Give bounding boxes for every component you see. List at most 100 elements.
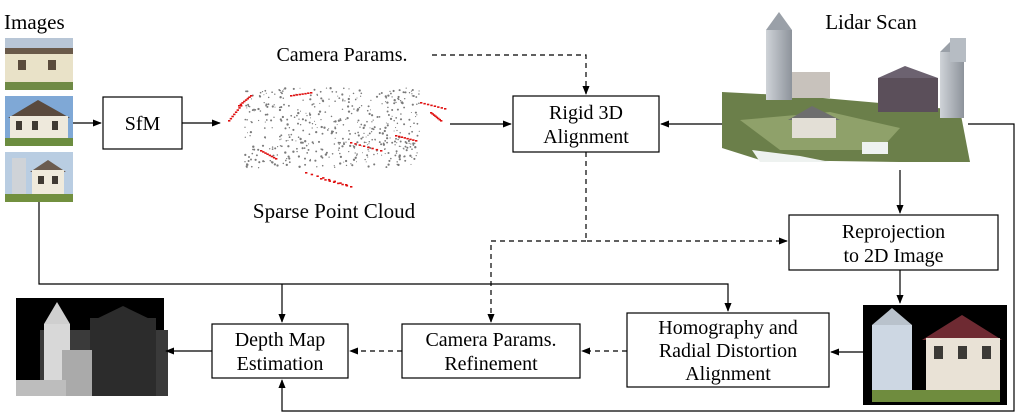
- cloud-point: [287, 145, 290, 148]
- cloud-point: [250, 98, 253, 100]
- cloud-point: [285, 140, 288, 142]
- cloud-point: [280, 138, 282, 140]
- cloud-point: [347, 97, 350, 101]
- cloud-point: [271, 161, 274, 164]
- cloud-point: [334, 120, 337, 123]
- cloud-point: [399, 118, 403, 121]
- camera-marker: [403, 137, 406, 139]
- cloud-point: [304, 157, 306, 160]
- cloud-point: [290, 114, 293, 117]
- cloud-point: [358, 89, 361, 92]
- cloud-point: [396, 142, 398, 144]
- cloud-point: [325, 87, 328, 89]
- cloud-point: [398, 89, 401, 92]
- cloud-point: [402, 147, 404, 149]
- camera-marker: [292, 94, 296, 97]
- camera-refinement-line-2: Refinement: [444, 353, 538, 375]
- cloud-point: [418, 102, 420, 105]
- cloud-point: [246, 119, 248, 121]
- cloud-point: [344, 159, 348, 163]
- cloud-point: [274, 147, 277, 150]
- cloud-point: [386, 110, 389, 113]
- cloud-point: [277, 146, 279, 148]
- cloud-point: [407, 139, 410, 143]
- cloud-point: [399, 131, 401, 134]
- cloud-point: [316, 93, 318, 96]
- cloud-point: [398, 145, 401, 147]
- cloud-point: [372, 119, 374, 121]
- cloud-point: [325, 151, 328, 154]
- cloud-point: [363, 132, 365, 135]
- cloud-point: [265, 119, 268, 121]
- cloud-point: [354, 152, 356, 154]
- cloud-point: [409, 146, 412, 148]
- camera-marker: [430, 104, 433, 107]
- cloud-point: [296, 150, 298, 153]
- cloud-point: [305, 144, 308, 147]
- cloud-point: [313, 106, 316, 108]
- cloud-point: [352, 145, 354, 147]
- cloud-point: [384, 101, 387, 103]
- cloud-point: [339, 155, 343, 159]
- cloud-point: [355, 161, 358, 163]
- cloud-point: [305, 112, 307, 114]
- cloud-point: [397, 138, 399, 141]
- cloud-point: [274, 93, 276, 95]
- cloud-point: [354, 156, 357, 159]
- cloud-point: [328, 156, 330, 158]
- camera-marker: [250, 95, 253, 97]
- cloud-point: [398, 158, 401, 161]
- cloud-point: [391, 109, 394, 111]
- cloud-point: [317, 113, 320, 116]
- rigid-alignment-line-1: Rigid 3D: [549, 102, 623, 124]
- cloud-point: [341, 108, 344, 111]
- camera-marker: [228, 120, 231, 122]
- cloud-point: [300, 141, 303, 144]
- cloud-point: [335, 132, 338, 134]
- cloud-point: [329, 87, 332, 90]
- camera-marker: [354, 143, 357, 145]
- cloud-point: [319, 90, 322, 93]
- cloud-point: [339, 162, 342, 165]
- cloud-point: [247, 132, 248, 134]
- cloud-point: [297, 136, 300, 138]
- cloud-point: [249, 130, 253, 134]
- cloud-point: [263, 94, 265, 96]
- cloud-point: [376, 115, 379, 119]
- cloud-point: [367, 148, 369, 151]
- cloud-point: [412, 142, 415, 145]
- sfm-box: SfM: [102, 96, 183, 150]
- cloud-point: [387, 114, 390, 116]
- cloud-point: [299, 87, 301, 89]
- cloud-point: [400, 113, 402, 115]
- cloud-point: [348, 88, 350, 90]
- cloud-point: [320, 125, 323, 129]
- cloud-point: [351, 164, 354, 167]
- depth-map-line-2: Estimation: [237, 353, 324, 375]
- cloud-point: [292, 128, 295, 131]
- cloud-point: [255, 154, 258, 157]
- cloud-point: [368, 150, 370, 152]
- cloud-point: [328, 105, 330, 107]
- camera-marker: [272, 156, 276, 159]
- cloud-point: [319, 102, 321, 104]
- cloud-point: [248, 156, 250, 158]
- cloud-point: [337, 119, 341, 122]
- cloud-point: [308, 143, 310, 145]
- cloud-point: [311, 127, 313, 129]
- cloud-point: [418, 90, 420, 92]
- camera-marker: [328, 180, 331, 182]
- cloud-point: [386, 124, 389, 127]
- cloud-point: [250, 158, 252, 161]
- cloud-point: [339, 119, 342, 122]
- cloud-point: [384, 95, 387, 98]
- cloud-point: [397, 96, 400, 99]
- cloud-point: [414, 146, 417, 149]
- cloud-point: [278, 106, 281, 109]
- camera-marker: [444, 108, 447, 110]
- cloud-point: [335, 91, 338, 93]
- cloud-point: [324, 111, 327, 113]
- camera-marker: [307, 92, 310, 94]
- cloud-point: [387, 106, 389, 109]
- cloud-point: [299, 137, 302, 141]
